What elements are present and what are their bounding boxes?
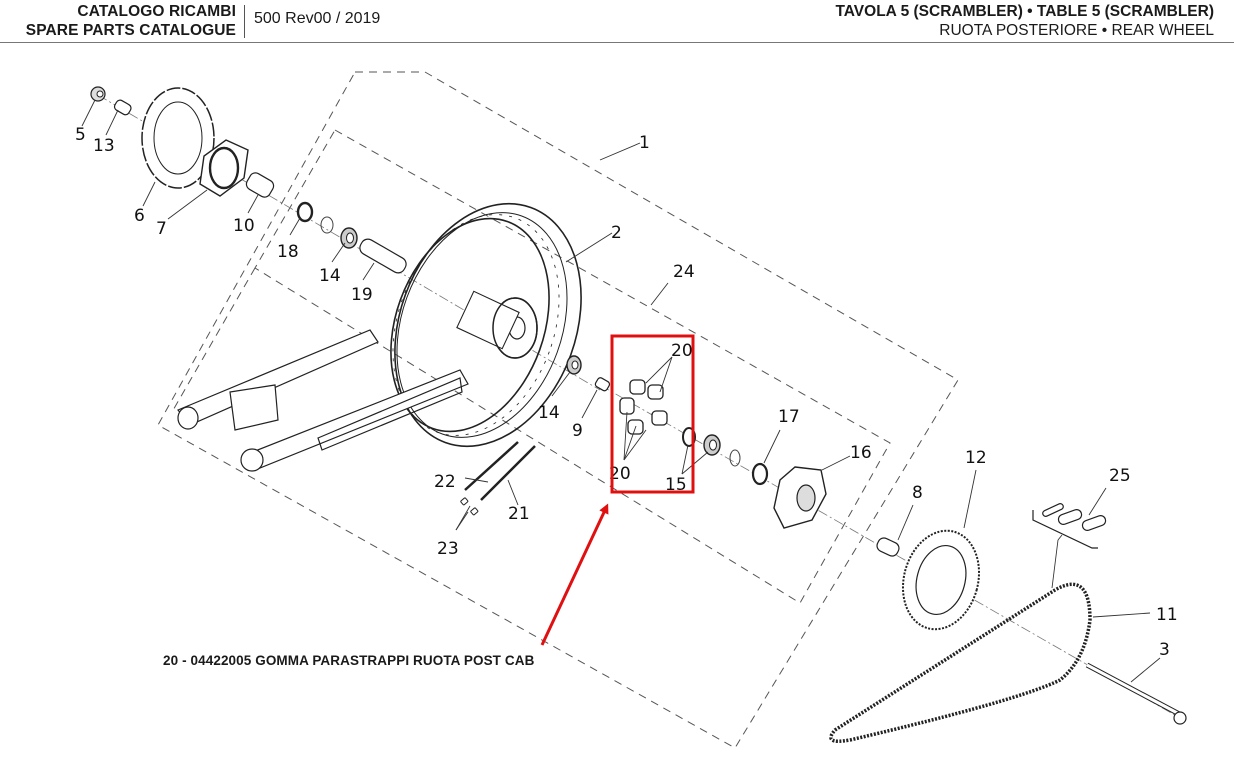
table-title: TAVOLA 5 (SCRAMBLER) • TABLE 5 (SCRAMBLE… (835, 3, 1214, 20)
callout-13: 13 (93, 136, 115, 156)
callout-2: 2 (611, 223, 622, 243)
highlight-annotation (540, 334, 695, 646)
header-separator (244, 5, 245, 38)
callout-12: 12 (965, 448, 987, 468)
callout-20-bottom: 20 (609, 464, 631, 484)
part-9-bushing[interactable] (594, 377, 611, 392)
callout-6: 6 (134, 206, 145, 226)
callout-25: 25 (1109, 466, 1131, 486)
header-rule (0, 42, 1234, 43)
catalog-title-italian: CATALOGO RICAMBI (77, 3, 236, 20)
callout-9: 9 (572, 421, 583, 441)
part-5-nut[interactable] (90, 86, 106, 102)
part-7-disc-carrier[interactable] (199, 139, 249, 197)
circlip (320, 216, 334, 234)
part-13-bolt[interactable] (113, 99, 132, 117)
callout-5: 5 (75, 125, 86, 145)
part-6-brake-disc[interactable] (141, 87, 215, 189)
callout-17: 17 (778, 407, 800, 427)
highlighted-part-caption: 20 - 04422005 GOMMA PARASTRAPPI RUOTA PO… (163, 653, 535, 668)
callout-20-top: 20 (671, 341, 693, 361)
catalog-title-english: SPARE PARTS CATALOGUE (25, 22, 236, 39)
callout-19: 19 (351, 285, 373, 305)
part-18-seal[interactable] (296, 201, 314, 223)
callout-14-left: 14 (319, 266, 341, 286)
callout-7: 7 (156, 219, 167, 239)
callout-18: 18 (277, 242, 299, 262)
callout-11: 11 (1156, 605, 1178, 625)
part-23-spoke-nipples[interactable] (460, 497, 479, 516)
highlight-box (610, 334, 695, 494)
part-3-wheel-axle[interactable] (1085, 662, 1187, 725)
callout-numbers: 5 13 6 7 10 18 14 19 1 2 24 14 9 20 20 1… (75, 125, 1178, 660)
callout-15: 15 (665, 475, 687, 495)
leader-lines (81, 99, 1161, 683)
callout-23: 23 (437, 539, 459, 559)
part-17-seal[interactable] (751, 462, 769, 486)
callout-3: 3 (1159, 640, 1170, 660)
table-heading: TAVOLA 5 (SCRAMBLER) • TABLE 5 (SCRAMBLE… (835, 2, 1214, 40)
assembly-boundary-24 (171, 129, 891, 604)
part-16-sprocket-carrier[interactable] (773, 466, 827, 529)
part-19-spacer-tube[interactable] (357, 237, 408, 276)
swingarm[interactable] (177, 329, 469, 472)
highlight-arrow (540, 503, 609, 646)
callout-24: 24 (673, 262, 695, 282)
revision-label: 500 Rev00 / 2019 (254, 10, 381, 27)
part-21-22-spokes[interactable] (464, 441, 536, 501)
part-20-cush-drive-rubbers[interactable] (619, 379, 668, 435)
catalog-title: CATALOGO RICAMBI SPARE PARTS CATALOGUE (0, 0, 236, 40)
part-14-bearing-right[interactable] (566, 355, 582, 375)
part-10-spacer[interactable] (244, 171, 276, 200)
callout-1: 1 (639, 133, 650, 153)
assembly-boundary-1 (157, 71, 959, 749)
callout-21: 21 (508, 504, 530, 524)
callout-22: 22 (434, 472, 456, 492)
callout-16: 16 (850, 443, 872, 463)
part-12-rear-sprocket[interactable] (892, 522, 989, 638)
part-8-spacer[interactable] (875, 536, 901, 558)
callout-14-right: 14 (538, 403, 560, 423)
part-2-rear-wheel[interactable] (363, 177, 614, 472)
circlip-right (729, 449, 741, 467)
callout-10: 10 (233, 216, 255, 236)
part-25-master-link[interactable] (1032, 503, 1107, 549)
section-title: RUOTA POSTERIORE • REAR WHEEL (939, 22, 1214, 39)
callout-8: 8 (912, 483, 923, 503)
part-15-bearings[interactable] (682, 427, 721, 456)
